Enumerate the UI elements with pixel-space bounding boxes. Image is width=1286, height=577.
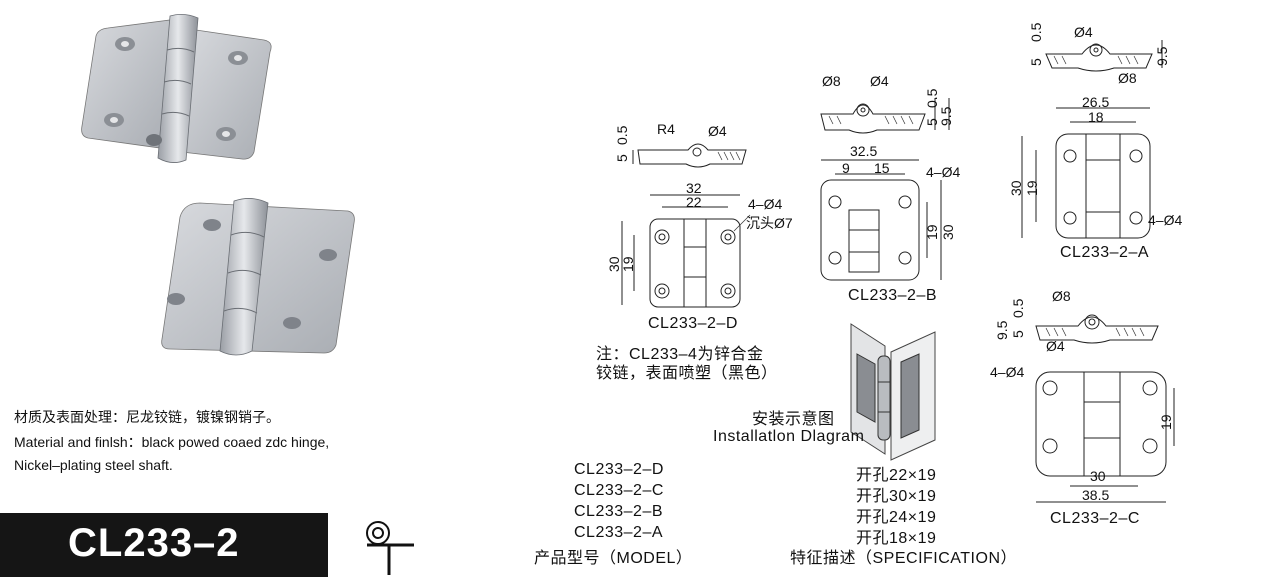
b-caption: CL233–2–B: [848, 287, 938, 304]
a-height-outer: 30: [1008, 180, 1024, 196]
material-en-line2: Nickel–plating steel shaft.: [14, 457, 173, 473]
c-caption: CL233–2–C: [1050, 510, 1140, 527]
b-side-95: 9.5: [938, 106, 954, 126]
hinge-photo-top: [81, 14, 272, 163]
b-side-d4: Ø4: [870, 73, 889, 89]
spec-model-header: 产品型号（MODEL）: [534, 550, 693, 567]
installation-diagram: [850, 323, 936, 461]
a-width-outer: 26.5: [1082, 94, 1110, 110]
b-height-inner: 19: [924, 224, 940, 240]
d-countersink: 沉头Ø7: [746, 215, 793, 231]
b-side-05: 0.5: [924, 88, 940, 108]
a-caption: CL233–2–A: [1060, 244, 1150, 261]
install-cn: 安装示意图: [752, 411, 835, 428]
d-width-inner: 22: [686, 194, 702, 210]
material-cn: 材质及表面处理：尼龙铰链，镀镍钢销子。: [14, 409, 280, 425]
spec-desc-header: 特征描述（SPECIFICATION）: [790, 550, 1017, 567]
a-height-inner: 19: [1024, 180, 1040, 196]
spec-desc-row-3: 开孔24×19: [856, 509, 937, 526]
c-holes: 4–Ø4: [990, 364, 1025, 380]
spec-model-row-3: CL233–2–B: [574, 503, 664, 520]
drawing-d-plan: [621, 194, 751, 308]
c-side-d4: Ø4: [1046, 338, 1065, 354]
hinge-photo-bottom: [161, 198, 355, 356]
drawing-d-side: [632, 143, 747, 168]
b-dim-9: 9: [842, 160, 850, 176]
spec-desc-row-4: 开孔18×19: [856, 530, 937, 547]
d-side-05: 0.5: [614, 125, 630, 145]
d-side-r4: R4: [657, 121, 675, 137]
drawing-b-plan: [820, 159, 942, 281]
c-side-d8: Ø8: [1052, 288, 1071, 304]
note-line1: 注：CL233–4为锌合金: [596, 346, 764, 363]
c-side-5: 5: [1010, 330, 1026, 338]
d-side-5: 5: [614, 154, 630, 162]
a-side-d8: Ø8: [1118, 70, 1137, 86]
a-side-05: 0.5: [1028, 22, 1044, 42]
spec-model-row-4: CL233–2–A: [574, 524, 664, 541]
b-width-outer: 32.5: [850, 143, 878, 159]
a-width-inner: 18: [1088, 109, 1104, 125]
d-caption: CL233–2–D: [648, 315, 738, 332]
a-side-5: 5: [1028, 58, 1044, 66]
drawing-b-side: [820, 98, 950, 134]
a-holes: 4–Ø4: [1148, 212, 1183, 228]
d-height-inner: 19: [620, 256, 636, 272]
c-width-outer: 38.5: [1082, 487, 1110, 503]
b-height-outer: 30: [940, 224, 956, 240]
model-bar-label: CL233–2: [68, 521, 240, 565]
first-angle-projection-icon: [366, 521, 414, 575]
spec-model-row-2: CL233–2–C: [574, 482, 664, 499]
install-en: Installatlon Dlagram: [713, 428, 865, 445]
spec-desc-row-1: 开孔22×19: [856, 467, 937, 484]
d-holes: 4–Ø4: [748, 196, 783, 212]
spec-model-row-1: CL233–2–D: [574, 461, 664, 478]
model-bar: CL233–2: [0, 513, 328, 577]
drawing-c-side: [1035, 314, 1159, 344]
drawing-a-plan: [1021, 107, 1151, 239]
b-dim-15: 15: [874, 160, 890, 176]
material-en-line1: Material and finlsh：black powed coaed zd…: [14, 434, 330, 450]
c-height-inner: 19: [1158, 414, 1174, 430]
a-side-95: 9.5: [1154, 46, 1170, 66]
b-holes: 4–Ø4: [926, 164, 961, 180]
c-width-inner: 30: [1090, 468, 1106, 484]
note-line2: 铰链，表面喷塑（黑色）: [596, 365, 778, 382]
drawing-c-plan: [1035, 371, 1175, 503]
d-width-outer: 32: [686, 180, 702, 196]
d-side-hole: Ø4: [708, 123, 727, 139]
drawing-a-side: [1045, 40, 1163, 72]
spec-desc-row-2: 开孔30×19: [856, 488, 937, 505]
c-side-05: 0.5: [1010, 298, 1026, 318]
a-side-d4: Ø4: [1074, 24, 1093, 40]
c-side-95: 9.5: [994, 320, 1010, 340]
b-side-d8: Ø8: [822, 73, 841, 89]
